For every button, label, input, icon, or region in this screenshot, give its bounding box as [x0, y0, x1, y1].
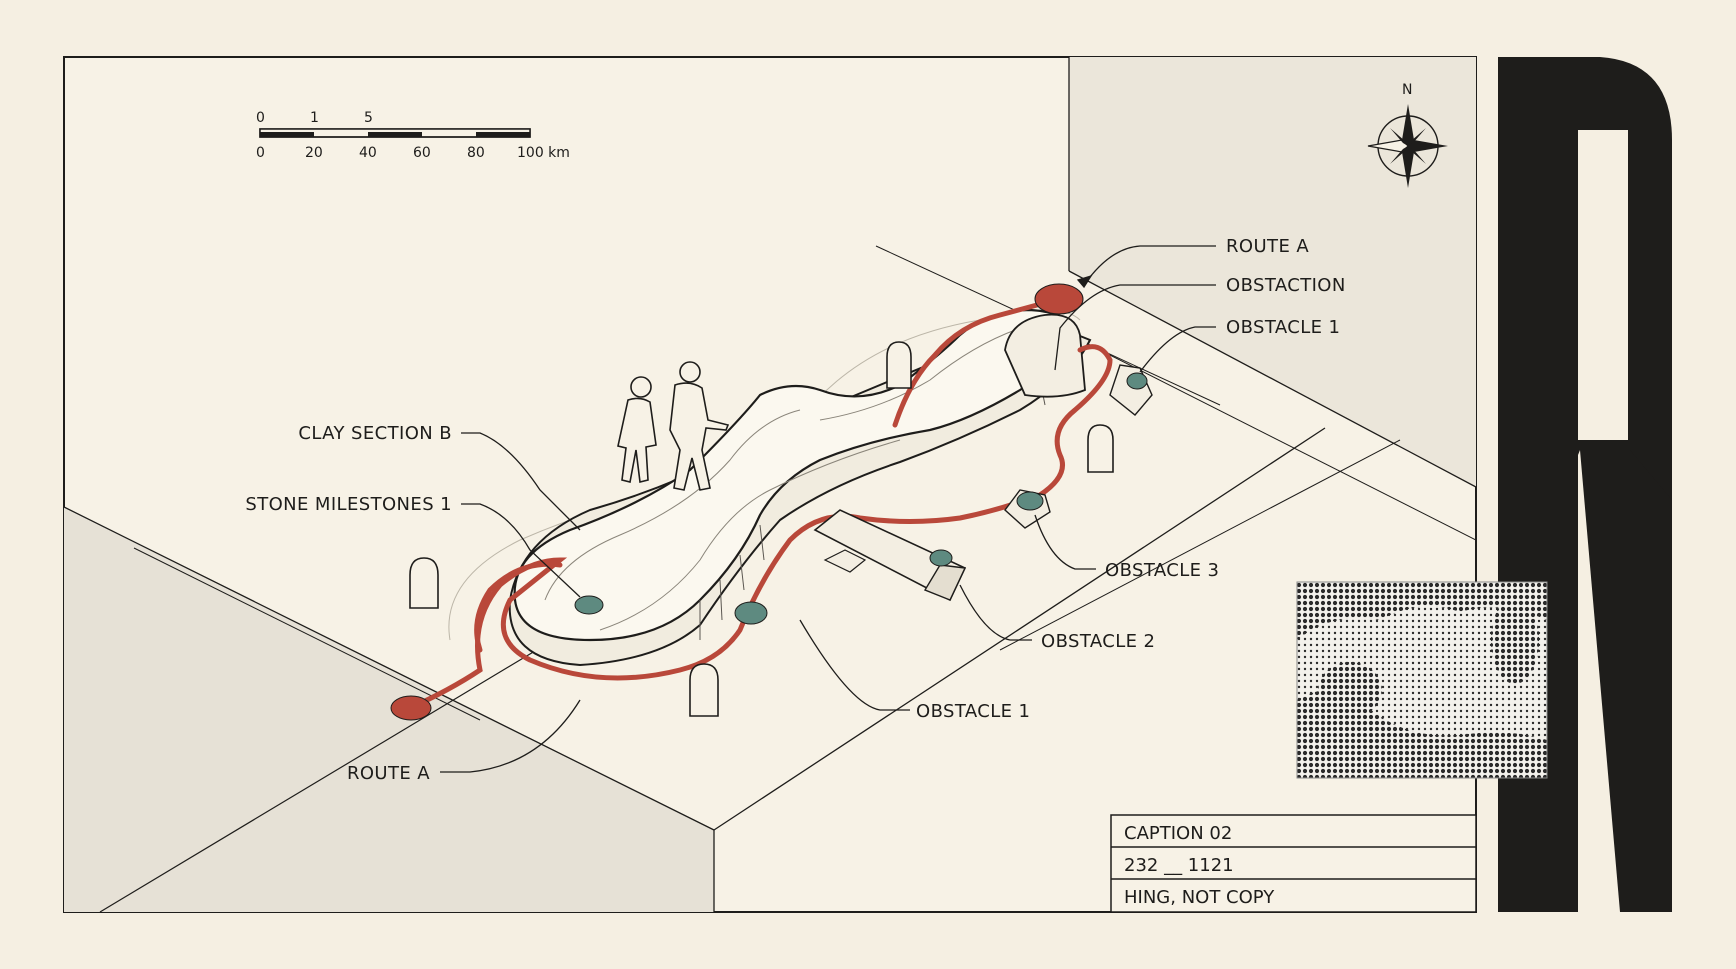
- label-clay-section-b: CLAY SECTION B: [298, 423, 452, 444]
- scale-top-0: 0: [256, 110, 265, 126]
- halftone-photo: [1296, 581, 1548, 779]
- left-wall: [64, 507, 714, 912]
- label-obstacle-3: OBSTACLE 3: [1105, 560, 1219, 581]
- compass-icon: N: [1367, 82, 1448, 188]
- obstacle-1-top-marker: [1126, 372, 1148, 390]
- milestone-left: [409, 557, 439, 609]
- back-wall: [1069, 57, 1476, 487]
- scale-bottom-5: 100 km: [517, 145, 570, 161]
- route-a-path: [390, 283, 1113, 721]
- scale-bottom-1: 20: [305, 145, 323, 161]
- route-start-marker: [390, 695, 432, 721]
- walking-people-icon: [617, 361, 730, 491]
- scale-bottom-3: 60: [413, 145, 431, 161]
- caption-line-3: HING, NOT COPY: [1124, 887, 1275, 908]
- clay-section-sculpture: [448, 308, 1092, 667]
- stone-milestones: [409, 341, 1114, 717]
- route-end-marker: [1034, 283, 1084, 315]
- label-obstacle-1-bottom: OBSTACLE 1: [916, 701, 1030, 722]
- obstacles: [574, 364, 1153, 625]
- scale-top-2: 5: [364, 110, 373, 126]
- obstacle-2-marker: [929, 549, 953, 567]
- milestone-right: [1087, 424, 1114, 473]
- caption-box: CAPTION 02 232 __ 1121 HING, NOT COPY: [1110, 814, 1477, 913]
- scale-bottom-0: 0: [256, 145, 265, 161]
- milestone-top: [886, 341, 912, 389]
- caption-line-1: CAPTION 02: [1124, 823, 1232, 844]
- scale-bottom-2: 40: [359, 145, 377, 161]
- label-obstaction: OBSTACTION: [1226, 275, 1346, 296]
- label-route-a-bottom: ROUTE A: [347, 763, 430, 784]
- label-obstacle-2: OBSTACLE 2: [1041, 631, 1155, 652]
- callout-labels: ROUTE A OBSTACTION OBSTACLE 1 CLAY SECTI…: [245, 236, 1345, 784]
- scale-bottom-4: 80: [467, 145, 485, 161]
- milestone-bottom: [689, 663, 719, 717]
- label-stone-milestones: STONE MILESTONES 1: [245, 494, 452, 515]
- label-obstacle-1-top: OBSTACLE 1: [1226, 317, 1340, 338]
- clay-marker: [574, 595, 604, 615]
- obstacle-1-bottom-marker: [734, 601, 768, 625]
- obstacle-3-marker: [1016, 491, 1044, 511]
- large-r-letter: [1498, 57, 1736, 927]
- label-route-a-top: ROUTE A: [1226, 236, 1309, 257]
- scale-top-1: 1: [310, 110, 319, 126]
- scale-bar: 0 1 5 0 20 40 60 80 100 km: [256, 110, 570, 161]
- compass-north: N: [1402, 82, 1412, 98]
- leader-lines: [440, 245, 1216, 773]
- caption-line-2: 232 __ 1121: [1124, 855, 1234, 876]
